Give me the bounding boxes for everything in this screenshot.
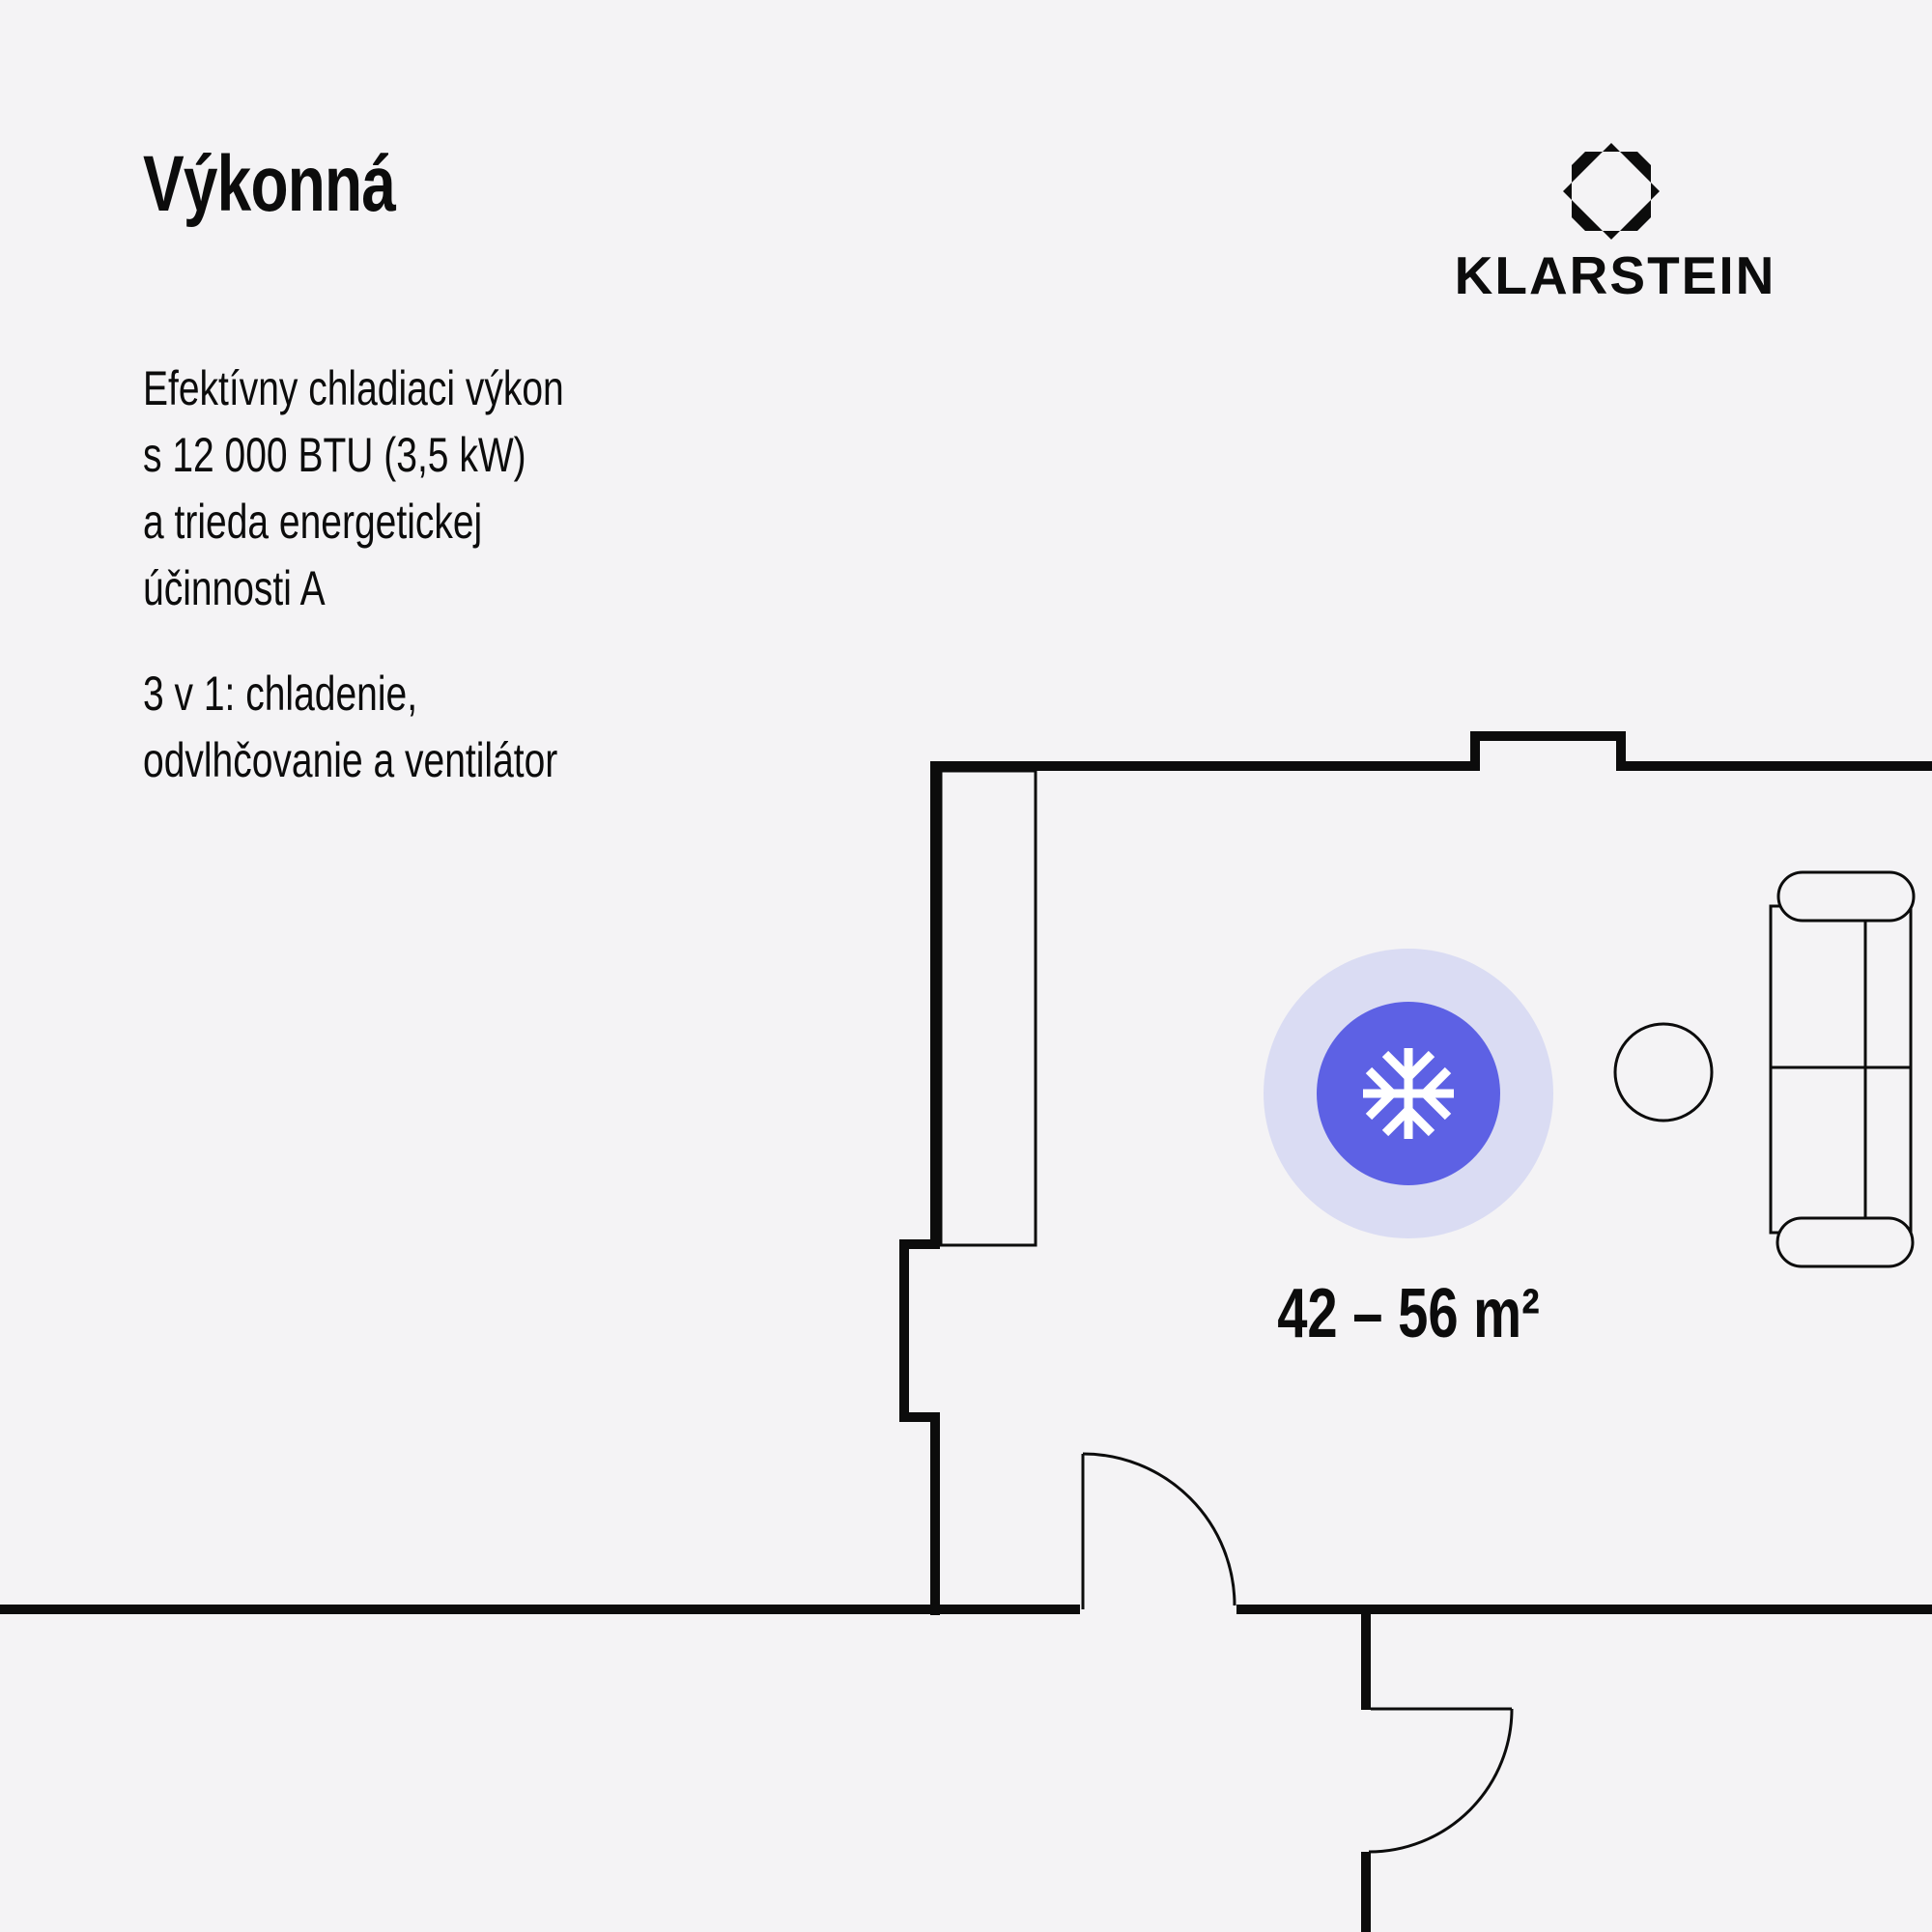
features-line: 3 v 1: chladenie, bbox=[143, 667, 418, 721]
side-table bbox=[1613, 1022, 1714, 1122]
area-label: 42 – 56 m² bbox=[1277, 1275, 1540, 1352]
intro-line: Efektívny chladiaci výkon bbox=[143, 361, 564, 415]
intro-line: účinnosti A bbox=[143, 561, 326, 615]
intro-line: a trieda energetickej bbox=[143, 495, 483, 549]
sofa bbox=[1769, 870, 1916, 1268]
door-swing-arc bbox=[1368, 1708, 1514, 1854]
wardrobe-outline bbox=[939, 769, 1037, 1247]
snowflake-icon bbox=[1363, 1048, 1454, 1139]
sofa-body bbox=[1769, 904, 1913, 1235]
wall-top-and-left bbox=[899, 731, 1932, 1615]
intro-text: Efektívny chladiaci výkon s 12 000 BTU (… bbox=[143, 355, 564, 622]
door-bottom bbox=[1081, 1452, 1236, 1609]
intro-line: s 12 000 BTU (3,5 kW) bbox=[143, 428, 526, 482]
door-right bbox=[1368, 1707, 1514, 1854]
sofa-armrest-top bbox=[1776, 870, 1916, 923]
sofa-armrest-bottom bbox=[1776, 1216, 1915, 1268]
door-swing-arc bbox=[1082, 1452, 1236, 1606]
features-text: 3 v 1: chladenie, odvlhčovanie a ventilá… bbox=[143, 661, 557, 794]
features-line: odvlhčovanie a ventilátor bbox=[143, 733, 558, 787]
page-title: Výkonná bbox=[143, 140, 396, 228]
